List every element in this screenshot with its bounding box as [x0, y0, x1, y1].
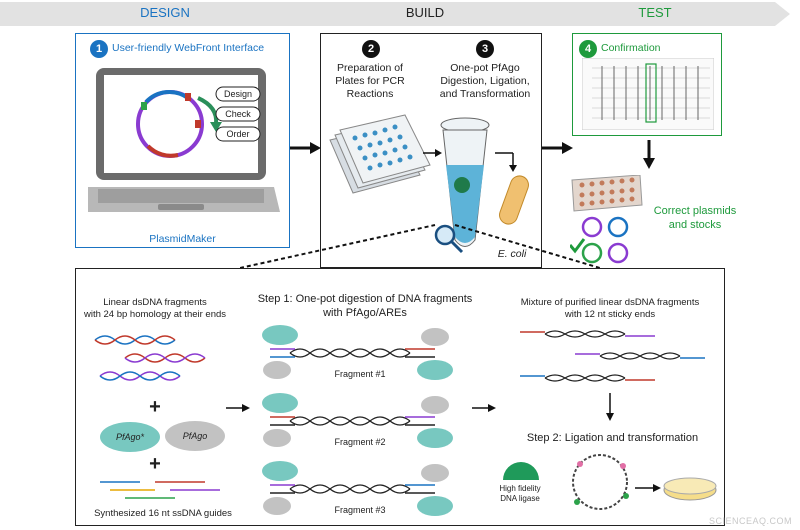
pcr-plates-icon: [329, 114, 431, 194]
fragment-2-label: Fragment #2: [334, 437, 386, 447]
order-button[interactable]: Order: [226, 129, 250, 139]
fragment-2-illustration: [262, 393, 453, 448]
tube-icon: [440, 117, 490, 247]
pfago-star-label: PfAgo*: [115, 432, 145, 442]
plus-sign-2: +: [149, 453, 161, 475]
pfago-enzymes-illustration: [100, 421, 225, 452]
design-title: User-friendly WebFront Interface: [112, 42, 265, 54]
fragment-3-label: Fragment #3: [334, 505, 386, 515]
test-title: Confirmation: [601, 42, 661, 54]
watermark: SCIENCEAQ.COM: [708, 516, 792, 526]
gel-chart-illustration: [582, 58, 714, 130]
laptop-illustration: [88, 68, 280, 212]
workflow-panel: [75, 268, 725, 526]
step-1-badge: 1: [90, 40, 108, 58]
guides-label: Synthesized 16 nt ssDNA guides: [94, 508, 232, 519]
checkmark-icon: [570, 238, 586, 254]
step-4-badge: 4: [579, 40, 597, 58]
check-button[interactable]: Check: [225, 109, 251, 119]
arrow-step2-down: [606, 393, 614, 421]
step1-title: Step 1: One-pot digestion of DNA fragmen…: [257, 293, 473, 319]
arrow-build-test: [542, 142, 573, 154]
result-illustration: [570, 175, 643, 264]
zoom-connector: [240, 224, 600, 269]
ligase-icon: [503, 462, 539, 480]
phase-banner: [0, 2, 790, 26]
plus-sign: +: [149, 396, 161, 418]
phase-build: BUILD: [405, 5, 445, 20]
phase-test: TEST: [638, 5, 672, 20]
step2-title: Step 2: Ligation and transformation: [526, 432, 699, 444]
ligation-illustration: [503, 454, 717, 510]
arrow-step1: [226, 404, 250, 412]
phase-design: DESIGN: [140, 5, 190, 20]
ecoli-label: E. coli: [497, 248, 527, 260]
fragment-1-label: Fragment #1: [334, 369, 386, 379]
magnifier-icon: [434, 224, 456, 246]
build-panel: [320, 33, 542, 268]
arrow-design-build: [290, 142, 321, 154]
step-2-badge: 2: [362, 40, 380, 58]
arrow-test-down: [643, 140, 655, 169]
pfago-label: PfAgo: [182, 431, 208, 441]
mixture-label: Mixture of purified linear dsDNA fragmen…: [520, 297, 700, 320]
step-3-badge: 3: [476, 40, 494, 58]
fragment-3-illustration: [262, 461, 453, 516]
build-illustration: [329, 114, 529, 247]
design-caption: PlasmidMaker: [149, 233, 216, 245]
mixture-illustration: [520, 330, 705, 382]
step1-illustration: [262, 325, 453, 516]
design-button[interactable]: Design: [223, 89, 252, 99]
guides-illustration: [100, 481, 220, 499]
input-fragments-illustration: [94, 335, 206, 381]
arrow-step2: [472, 404, 496, 412]
fragment-1-illustration: [262, 325, 453, 380]
